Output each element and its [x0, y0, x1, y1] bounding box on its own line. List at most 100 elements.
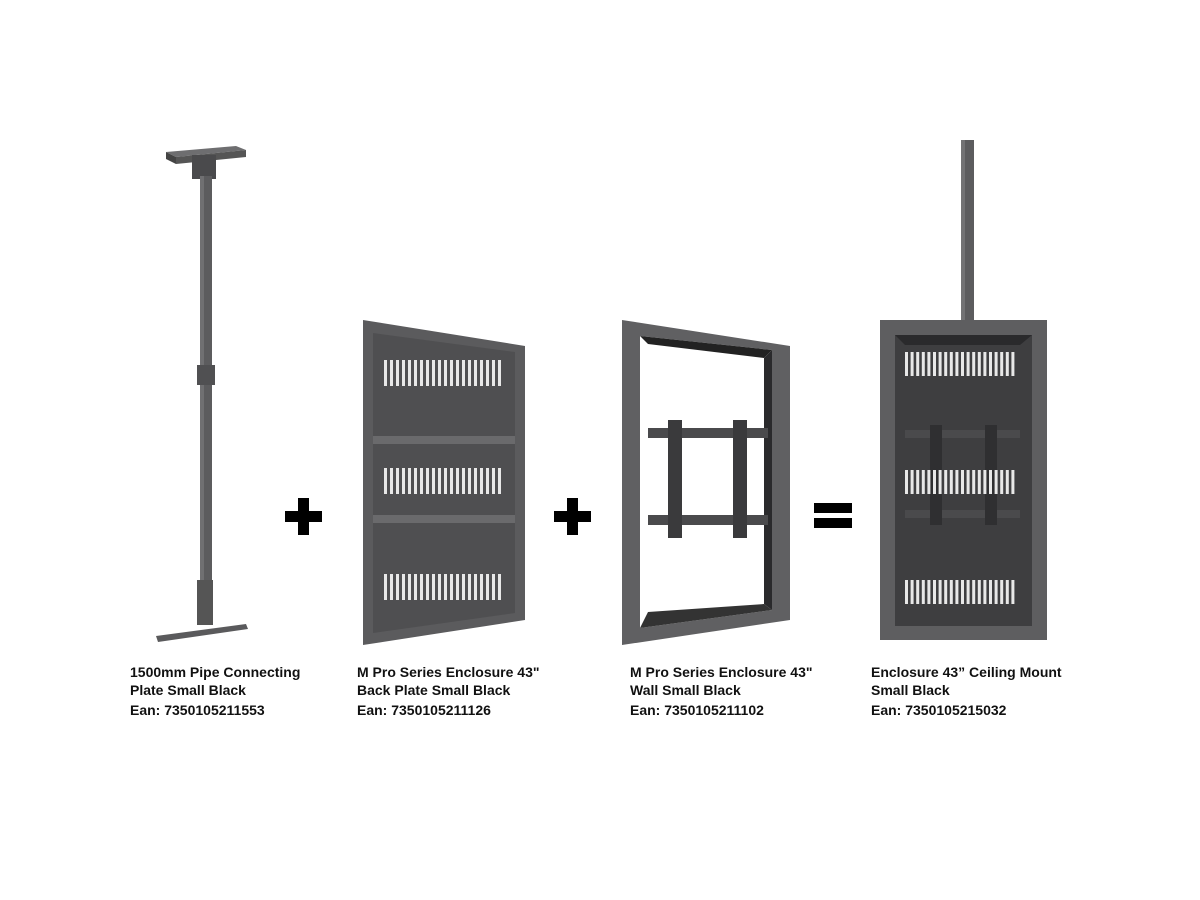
vent-slot	[456, 468, 459, 494]
vent-slot	[414, 468, 417, 494]
product-caption-ceiling-mount: Enclosure 43” Ceiling Mount Small Black …	[871, 663, 1062, 719]
product-name: Small Black	[871, 682, 950, 698]
vent-slot	[938, 470, 942, 494]
vent-slot	[498, 360, 501, 386]
vent-slot	[468, 360, 471, 386]
vent-slot	[933, 580, 936, 604]
vent-slot	[955, 470, 959, 494]
vent-slot	[474, 574, 477, 600]
vent-slot	[949, 352, 953, 376]
vent-slot	[905, 580, 908, 604]
vent-slot	[910, 470, 914, 494]
vent-slot	[938, 352, 942, 376]
vent-slot	[983, 352, 987, 376]
vent-slot	[480, 468, 483, 494]
vent-slot	[933, 352, 936, 376]
vent-slot	[949, 580, 953, 604]
vent-slot	[966, 580, 970, 604]
vent-slot	[462, 468, 465, 494]
product-ean: Ean: 7350105211102	[630, 702, 764, 718]
vent-slot	[396, 574, 399, 600]
vent-slot	[944, 352, 948, 376]
ceiling-mount-enclosure-image	[880, 140, 1047, 640]
vent-slot	[402, 360, 405, 386]
vent-slot	[1005, 352, 1009, 376]
plus-icon	[554, 498, 591, 535]
vent-slot	[432, 468, 435, 494]
vent-slot	[456, 574, 459, 600]
vent-slot	[961, 580, 964, 604]
vent-slot	[420, 360, 423, 386]
vent-slot	[994, 470, 998, 494]
vent-slot	[989, 352, 992, 376]
back-plate-image	[363, 320, 525, 645]
product-name: M Pro Series Enclosure 43"	[357, 664, 540, 680]
vent-slot	[977, 470, 981, 494]
vent-slot	[944, 580, 948, 604]
product-name: Wall Small Black	[630, 682, 741, 698]
vent-slot	[408, 574, 411, 600]
product-caption-back-plate: M Pro Series Enclosure 43" Back Plate Sm…	[357, 663, 540, 719]
vent-slot	[438, 574, 441, 600]
vent-slot	[972, 580, 976, 604]
product-ean: Ean: 7350105211126	[357, 702, 491, 718]
vent-slot	[438, 468, 441, 494]
vent-slot	[450, 574, 453, 600]
product-name: Back Plate Small Black	[357, 682, 511, 698]
vent-slot	[426, 574, 429, 600]
vent-slot	[408, 360, 411, 386]
vent-slot	[1000, 470, 1004, 494]
vent-slot	[977, 352, 981, 376]
vent-slot	[486, 468, 489, 494]
vent-slot	[989, 470, 992, 494]
vent-slot	[910, 352, 914, 376]
vent-slot	[432, 360, 435, 386]
vent-slot	[444, 468, 447, 494]
vent-slot	[1005, 580, 1009, 604]
vent-slot	[420, 468, 423, 494]
vent-slot	[1011, 470, 1015, 494]
vent-slot	[966, 352, 970, 376]
vent-slot	[492, 468, 495, 494]
vent-slot	[916, 580, 920, 604]
vent-slot	[977, 580, 981, 604]
vent-slot	[414, 574, 417, 600]
vent-slot	[921, 352, 925, 376]
vent-slot	[384, 468, 387, 494]
vent-slot	[910, 580, 914, 604]
product-ean: Ean: 7350105211553	[130, 702, 265, 718]
vent-slot	[1000, 352, 1004, 376]
vent-slot	[444, 574, 447, 600]
vent-slot	[1000, 580, 1004, 604]
vent-slot	[474, 468, 477, 494]
vent-slot	[972, 470, 976, 494]
vent-slot	[390, 360, 393, 386]
vent-slot	[414, 360, 417, 386]
vent-slot	[396, 360, 399, 386]
vent-slot	[966, 470, 970, 494]
vent-slot	[480, 360, 483, 386]
vent-slot	[468, 574, 471, 600]
vent-slot	[462, 574, 465, 600]
product-ean: Ean: 7350105215032	[871, 702, 1007, 718]
vent-slot	[927, 470, 931, 494]
vent-slot	[944, 470, 948, 494]
wall-frame-image	[622, 320, 790, 645]
vent-slot	[955, 580, 959, 604]
vent-slot	[1011, 352, 1015, 376]
vent-slot	[498, 468, 501, 494]
vent-slot	[384, 360, 387, 386]
vent-slot	[933, 470, 936, 494]
vent-slot	[420, 574, 423, 600]
vent-slot	[396, 468, 399, 494]
vent-slot	[456, 360, 459, 386]
vent-slot	[468, 468, 471, 494]
vent-slot	[486, 574, 489, 600]
vent-slot	[402, 468, 405, 494]
vent-slot	[927, 580, 931, 604]
vent-slot	[450, 360, 453, 386]
vent-slot	[474, 360, 477, 386]
vent-slot	[1005, 470, 1009, 494]
product-caption-wall: M Pro Series Enclosure 43" Wall Small Bl…	[630, 663, 813, 719]
